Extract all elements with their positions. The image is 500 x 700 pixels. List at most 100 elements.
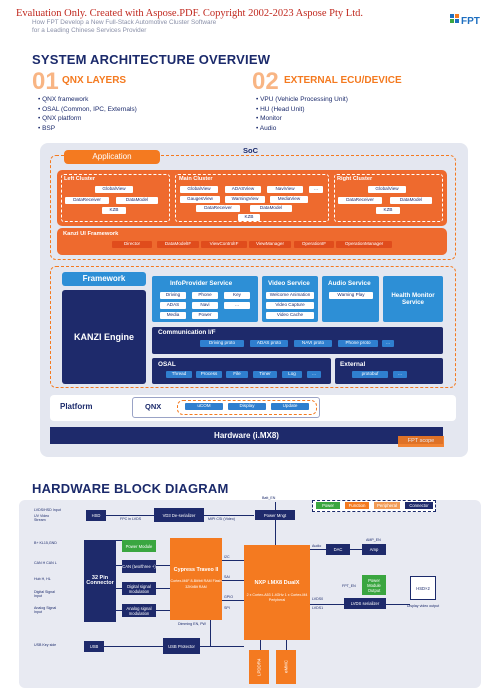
watermark: Evaluation Only. Created with Aspose.PDF… bbox=[16, 8, 364, 19]
external-title: External bbox=[340, 361, 366, 368]
main-kzb: KZB bbox=[238, 214, 260, 221]
kanzi-ui-title: Kanzi UI Framework bbox=[63, 231, 119, 237]
health-monitor-service: Health Monitor Service bbox=[383, 276, 443, 322]
line bbox=[116, 540, 122, 541]
dac-block: DAC bbox=[326, 544, 350, 555]
col1-title: QNX LAYERS bbox=[62, 75, 127, 86]
pin-connector-block: 32 Pin Connector bbox=[84, 540, 116, 622]
col1-list: QNX frameworkOSAL (Common, IPC, External… bbox=[38, 95, 137, 133]
info-navi: Navi bbox=[192, 302, 218, 309]
col1-number: 01 bbox=[32, 68, 59, 95]
power-mngt-block: Power Mngt bbox=[255, 510, 295, 520]
usb-protector-block: USB Protector bbox=[163, 638, 200, 654]
main-datareceiver: DataReceiver bbox=[196, 205, 240, 212]
left-datamodel: DataModel bbox=[116, 197, 158, 204]
osal-thread: Thread bbox=[166, 371, 192, 378]
col2-title: EXTERNAL ECU/DEVICE bbox=[284, 75, 402, 86]
info-driving: Driving bbox=[160, 292, 186, 299]
framework-label: Framework bbox=[62, 272, 146, 286]
section1-title: SYSTEM ARCHITECTURE OVERVIEW bbox=[32, 52, 271, 67]
comm-phone-proto: Phone proto bbox=[338, 340, 378, 347]
video-capture: Video Capture bbox=[266, 302, 314, 309]
lbl-lvds-in: LVDS/HSD Input bbox=[34, 508, 61, 512]
kanzi-operationmanager: OperationManager bbox=[336, 241, 392, 248]
amp-block: Amp bbox=[362, 544, 386, 555]
can-block: CAN (two/three +) bbox=[122, 560, 156, 573]
osal-more: ... bbox=[307, 371, 321, 378]
infoprovider-title: InfoProvider Service bbox=[170, 280, 233, 287]
fpt-scope-tag: FPT scope bbox=[398, 436, 444, 447]
subtitle: How FPT Develop a New Full-Stack Automot… bbox=[32, 19, 217, 34]
info-power: Power bbox=[192, 312, 218, 319]
power-module-output-block: Power Module Output bbox=[362, 575, 386, 595]
line bbox=[310, 549, 326, 550]
osal-process: Process bbox=[196, 371, 222, 378]
nxp-block: NXP i.MX8 DualX 2 x Cortex-A53 1.4GHz 1 … bbox=[244, 545, 310, 640]
line bbox=[386, 604, 410, 605]
main-datamodel: DataModel bbox=[250, 205, 292, 212]
nxp-subtitle: 2 x Cortex-A53 1.4GHz 1 x Cortex-M4 Peri… bbox=[246, 592, 308, 603]
comm-adas-proto: ADAS proto bbox=[250, 340, 288, 347]
platform-label: Platform bbox=[60, 402, 93, 411]
video-welcome: Welcome Animation bbox=[266, 292, 314, 299]
line bbox=[103, 646, 163, 647]
line bbox=[104, 515, 154, 516]
line bbox=[275, 520, 276, 545]
cypress-subtitle: Cortex-M4F 8-Bit/bit RAM Flash 32KbBit R… bbox=[170, 579, 222, 589]
osal-log: Log bbox=[282, 371, 302, 378]
lbl-sai: SAI bbox=[224, 575, 230, 579]
lpddr4-block: LPDDR4 bbox=[249, 650, 269, 684]
osal-file: File bbox=[226, 371, 248, 378]
cypress-title: Cypress Traveo II bbox=[173, 566, 219, 573]
svg-text:FPT: FPT bbox=[461, 16, 480, 27]
lvds-serializer-block: LVDS serializer bbox=[344, 598, 386, 609]
line bbox=[156, 588, 170, 589]
comm-navi-proto: NAVI proto bbox=[294, 340, 332, 347]
line bbox=[350, 549, 362, 550]
kanzi-viewmanager: ViewManager bbox=[249, 241, 291, 248]
line bbox=[310, 604, 344, 605]
usb-block: USB bbox=[84, 641, 104, 652]
info-phone: Phone bbox=[192, 292, 218, 299]
line bbox=[116, 610, 122, 611]
video-title: Video Service bbox=[268, 280, 310, 287]
external-more: ... bbox=[393, 371, 407, 378]
line bbox=[200, 646, 244, 647]
section2-title: HARDWARE BLOCK DIAGRAM bbox=[32, 481, 229, 496]
lbl-can-lin: CAN H CAN L bbox=[34, 561, 57, 565]
audio-warning-play: Warning Play bbox=[329, 292, 373, 299]
line bbox=[210, 620, 211, 646]
lbl-i2c: I2C bbox=[224, 555, 230, 559]
osal-title: OSAL bbox=[158, 361, 176, 368]
nxp-title: NXP i.MX8 DualX bbox=[254, 580, 300, 587]
kanzi-engine: KANZI Engine bbox=[62, 290, 146, 384]
framework-scope bbox=[50, 266, 456, 388]
deserializer-block: VD3 De-serializer bbox=[154, 508, 204, 522]
info-key: Key bbox=[224, 292, 250, 299]
info-media: Media bbox=[160, 312, 186, 319]
hardware-bar: Hardware (i.MX8) bbox=[50, 427, 443, 444]
lbl-display-out: Display video output bbox=[406, 604, 440, 608]
audio-service bbox=[322, 276, 379, 322]
right-datamodel: DataModel bbox=[390, 197, 432, 204]
lbl-fpt-en: FPT_EN bbox=[342, 584, 356, 588]
line bbox=[156, 610, 170, 611]
lbl-digital-in: Digital Signal Input bbox=[34, 590, 55, 599]
application-scope bbox=[50, 155, 456, 260]
lbl-lvds0: LVDS0 bbox=[312, 597, 324, 601]
soc-label: SoC bbox=[243, 146, 258, 155]
main-naviview: NaviView bbox=[267, 186, 303, 193]
line bbox=[116, 565, 122, 566]
col2-list: VPU (Vehicle Processing Unit)HU (Head Un… bbox=[256, 95, 348, 133]
right-globalview: GlobalView bbox=[368, 186, 406, 193]
legend-function: Function bbox=[345, 502, 369, 509]
main-cluster-title: Main Cluster bbox=[179, 176, 213, 182]
left-globalview: GlobalView bbox=[95, 186, 133, 193]
platform-fpt-scope bbox=[177, 400, 317, 415]
left-kzb: KZB bbox=[102, 207, 126, 214]
left-datareceiver: DataReceiver bbox=[65, 197, 109, 204]
lbl-uv-video: UV Video Stream bbox=[34, 514, 50, 523]
lbl-gpio: GPIO bbox=[224, 595, 233, 599]
audio-title: Audio Service bbox=[328, 280, 371, 287]
qnx-label: QNX bbox=[145, 402, 162, 411]
